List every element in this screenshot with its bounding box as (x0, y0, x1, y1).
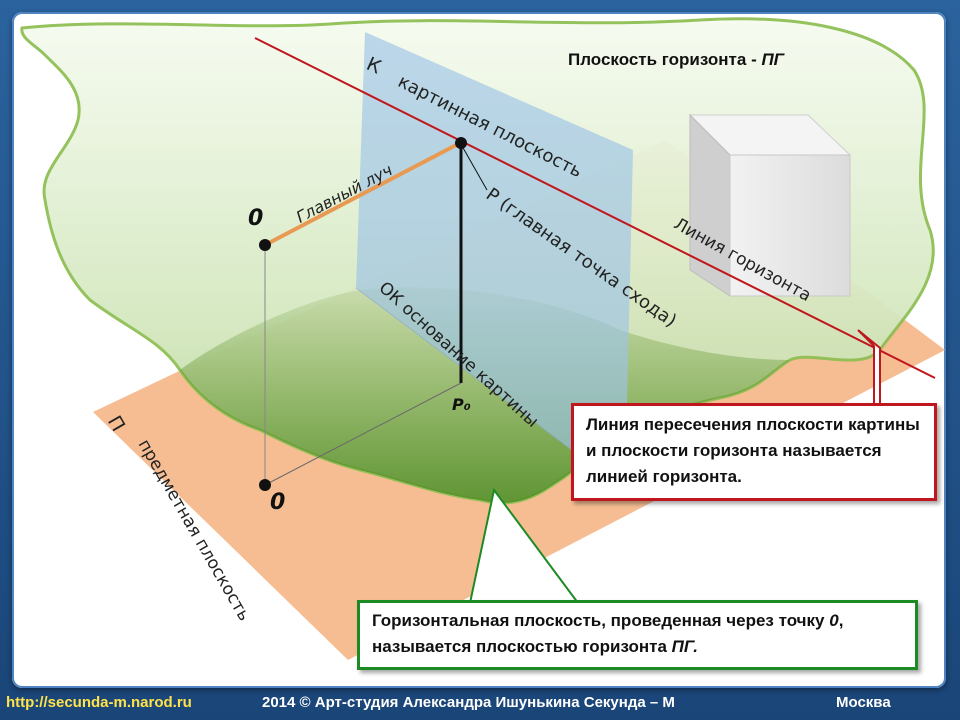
cube-front (729, 154, 851, 297)
green-callout-pointer (469, 487, 579, 604)
point-o-bottom-label: 0 (270, 490, 286, 515)
title-italic: ПГ (761, 50, 785, 69)
callout-green-end: ПГ. (671, 637, 698, 656)
o-p0-line (264, 382, 462, 486)
footer-copyright: 2014 © Арт-студия Александра Ишунькина С… (262, 694, 675, 711)
callout-green-before: Горизонтальная плоскость, проведенная че… (372, 611, 830, 630)
horizon-line-callout-text: Линия пересечения плоскости картины и пл… (586, 415, 920, 486)
picture-plane (356, 32, 633, 490)
horizon-line (254, 37, 936, 379)
point-p0-label: P₀ (452, 395, 471, 414)
point-o-top-label: 0 (248, 206, 264, 231)
point-o-bottom (259, 479, 271, 491)
p-pointer (461, 145, 488, 191)
footer-city: Москва (836, 694, 891, 711)
main-ray (264, 141, 461, 247)
horizon-line-callout: Линия пересечения плоскости картины и пл… (571, 403, 937, 501)
point-o-top (259, 239, 271, 251)
horizon-plane-shade (180, 287, 790, 503)
title-text: Плоскость горизонта - (568, 50, 762, 69)
red-callout-pointer (857, 329, 881, 404)
horizon-plane-title: Плоскость горизонта - ПГ (568, 50, 784, 70)
point-p (455, 137, 467, 149)
footer-url[interactable]: http://secunda-m.narod.ru (6, 694, 192, 711)
horizon-plane-callout: Горизонтальная плоскость, проведенная че… (357, 600, 918, 670)
callout-green-point: 0 (829, 611, 839, 630)
callout-green-middle: , называется плоскостью горизонта (372, 611, 844, 656)
